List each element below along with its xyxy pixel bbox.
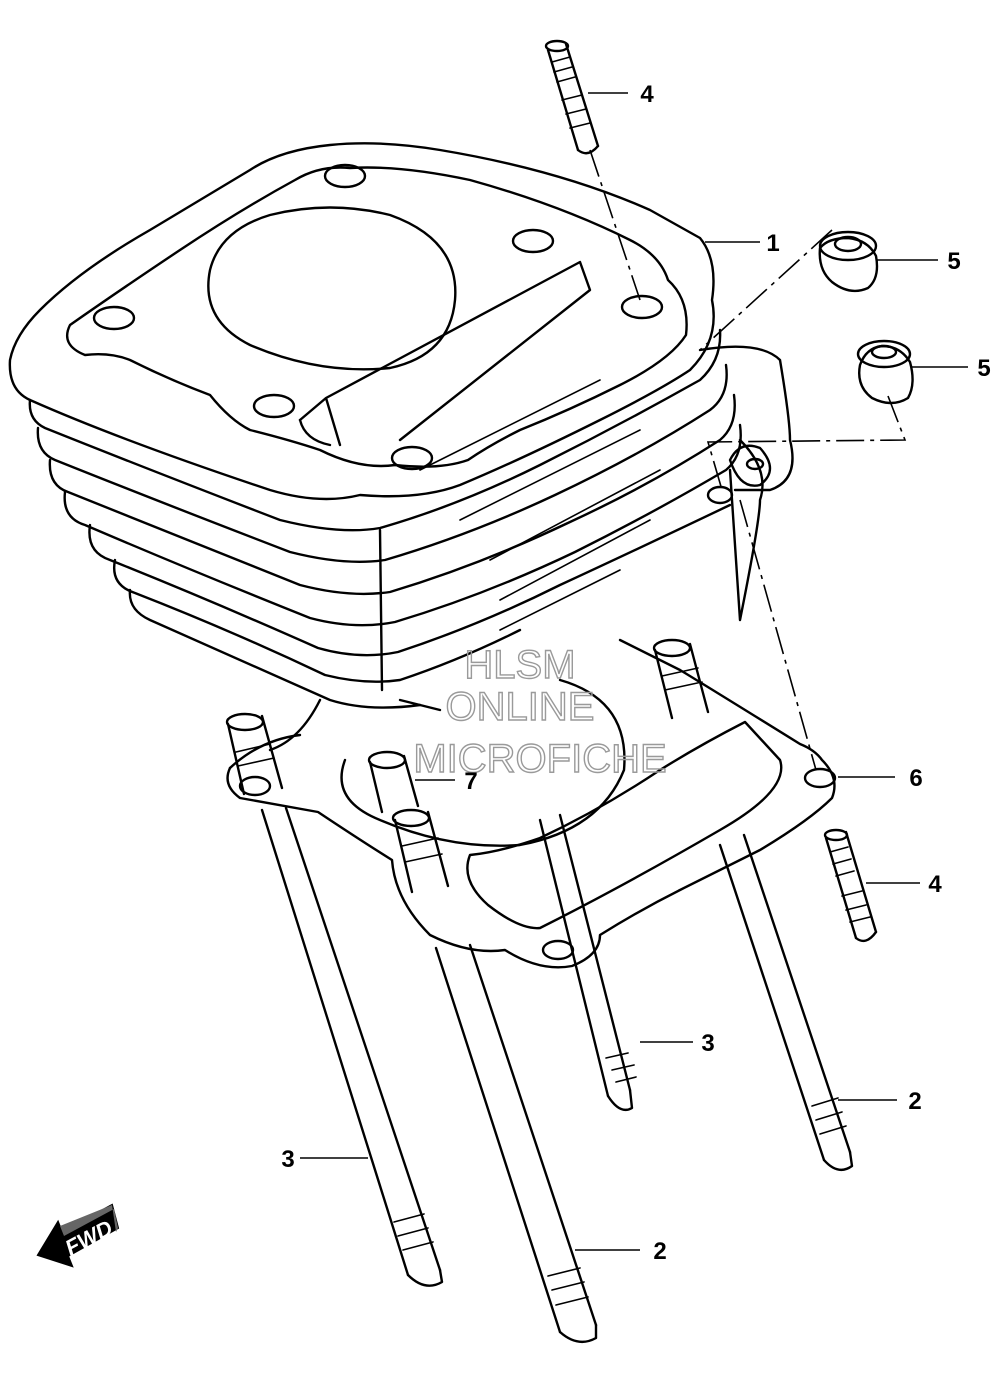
- watermark-line-1: HLSM: [464, 643, 575, 687]
- cylinder-block: [8, 142, 794, 752]
- fwd-direction-badge: FWD: [36, 1203, 120, 1268]
- cylinder-base-gasket: [226, 638, 837, 969]
- assembly-center-lines: [589, 149, 907, 771]
- watermark: HLSM ONLINE MICROFICHE: [413, 642, 668, 781]
- callout-1: 1: [766, 230, 779, 257]
- dowel-pin-7: [367, 750, 420, 814]
- stud-bolt-rear-left: [538, 813, 637, 1112]
- dowel-pin-center: [391, 808, 450, 894]
- stud-bolt-lower: [823, 828, 878, 943]
- dowel-pin-left: [225, 712, 284, 796]
- watermark-line-2: ONLINE: [446, 685, 595, 729]
- flange-nut-upper: [818, 230, 879, 293]
- stud-bolt-upper: [544, 39, 600, 155]
- stud-bolt-front-left: [260, 806, 444, 1287]
- flange-nut-lower: [856, 339, 914, 405]
- stud-bolt-rear-right: [718, 833, 854, 1172]
- callout-4-lower: 4: [928, 871, 942, 898]
- callout-7: 7: [464, 768, 477, 795]
- callout-5-lower: 5: [977, 355, 990, 382]
- dowel-pin-rear: [652, 638, 710, 720]
- callout-4-upper: 4: [640, 81, 654, 108]
- callout-5-upper: 5: [947, 248, 960, 275]
- callout-2-right: 2: [908, 1088, 921, 1115]
- callout-2-bottom: 2: [653, 1238, 666, 1265]
- callout-6: 6: [909, 765, 922, 792]
- stud-bolt-front-right: [434, 943, 598, 1344]
- callout-3-right: 3: [701, 1030, 714, 1057]
- leader-lines: [300, 92, 968, 1251]
- callout-3-left: 3: [281, 1146, 294, 1173]
- callout-labels: 4 1 5 5 6 4 7 3 2 3 2: [281, 81, 990, 1265]
- watermark-line-3: MICROFICHE: [413, 737, 666, 781]
